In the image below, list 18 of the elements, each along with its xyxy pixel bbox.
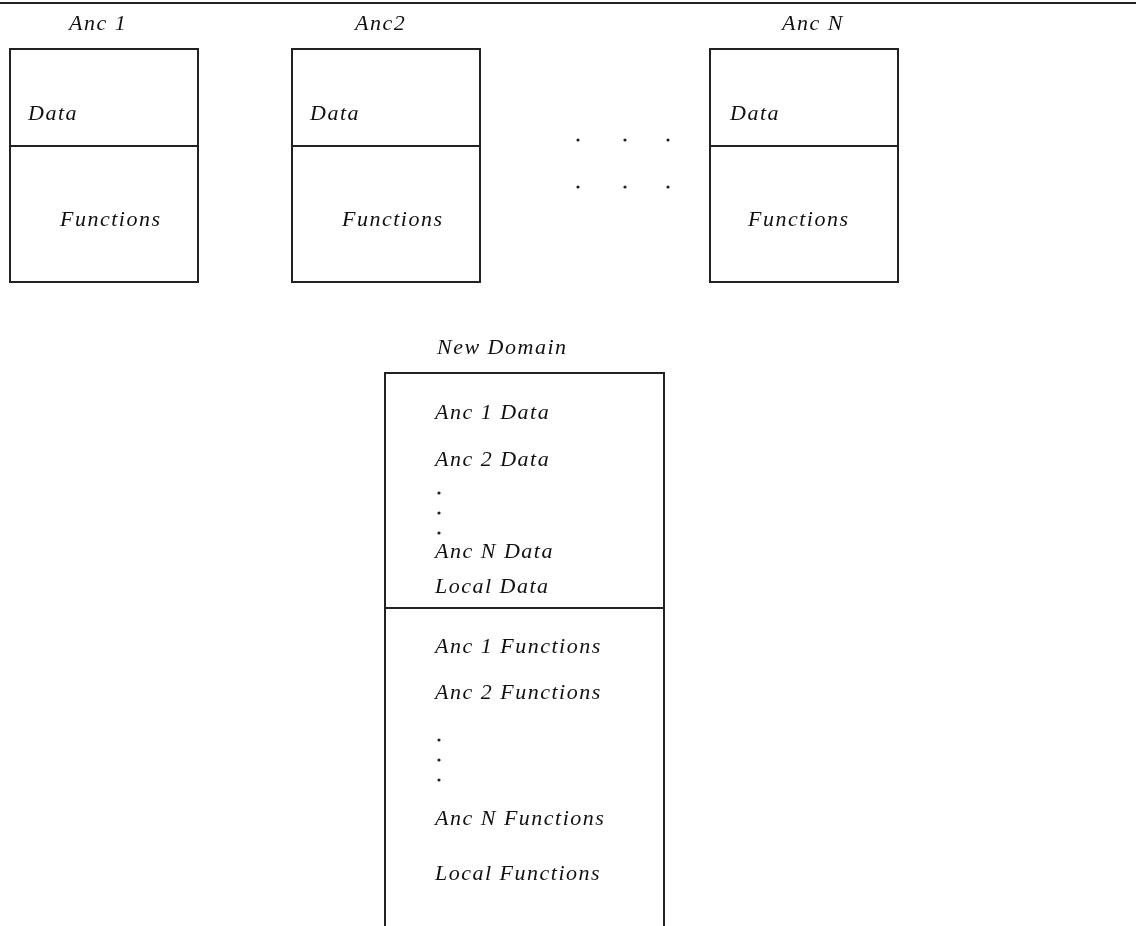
member-text: Anc 2 Functions bbox=[435, 679, 602, 705]
box-heading: Anc N bbox=[782, 10, 844, 36]
member-text: Local Functions bbox=[435, 860, 602, 886]
member-text: Functions bbox=[342, 206, 444, 232]
member-text: Anc N Data bbox=[435, 538, 554, 564]
member-text: Functions bbox=[748, 206, 850, 232]
box-heading: Anc2 bbox=[355, 10, 407, 36]
member-text: Anc N Functions bbox=[435, 805, 606, 831]
member-text: Anc 1 Functions bbox=[435, 633, 602, 659]
member-text: Anc 2 Data bbox=[435, 446, 551, 472]
member-text: Local Data bbox=[435, 573, 550, 599]
box-heading: Anc 1 bbox=[69, 10, 128, 36]
member-text: Anc 1 Data bbox=[435, 399, 551, 425]
member-text: Data bbox=[310, 100, 360, 126]
member-text: Data bbox=[730, 100, 780, 126]
member-text: Data bbox=[28, 100, 78, 126]
box-heading: New Domain bbox=[437, 334, 568, 360]
member-text: Functions bbox=[60, 206, 162, 232]
